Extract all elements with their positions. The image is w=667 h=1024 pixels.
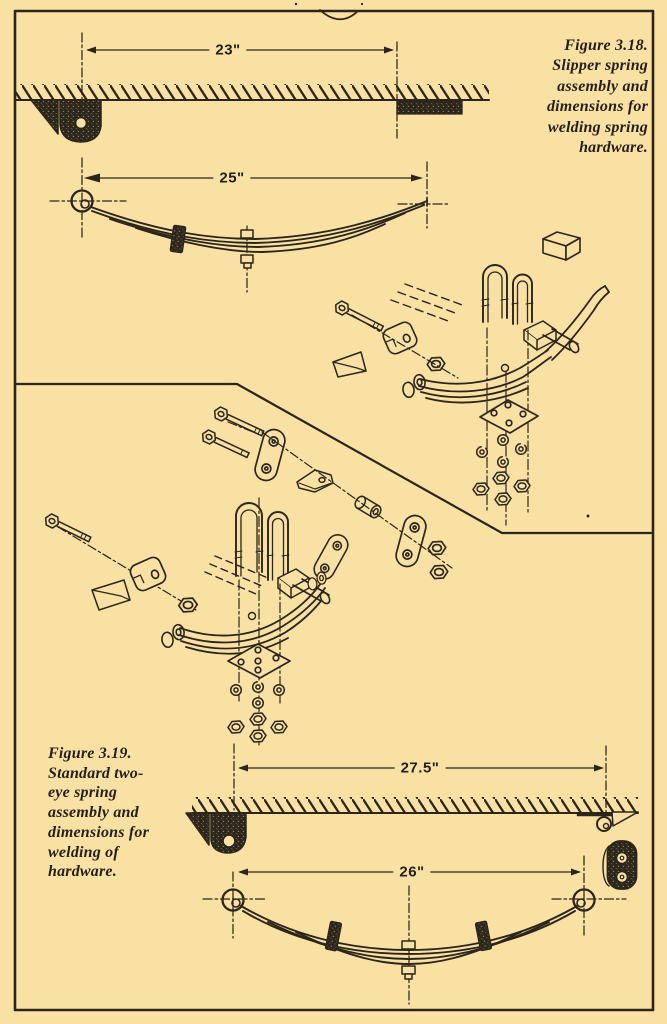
- spring-eye: [221, 888, 245, 912]
- scan-artifact-arc: [294, 2, 590, 518]
- spring-eye: [70, 189, 94, 213]
- figure-divider-line: [13, 382, 654, 535]
- figure-318-caption: Figure 3.18. Slipper spring assembly and…: [478, 36, 648, 158]
- hex-nut: [227, 720, 245, 734]
- fig318-exploded-view: [332, 231, 610, 526]
- rail-hatching: [192, 797, 638, 813]
- shackle-link-side-view: [602, 840, 638, 890]
- shackle-bolt: [201, 429, 250, 459]
- hex-bolt: [44, 513, 92, 543]
- u-bolt: [234, 502, 264, 577]
- caption-line: Standard two-: [48, 764, 144, 782]
- hex-nut: [494, 492, 512, 506]
- dimension-label-hanger-spacing-319: 27.5": [394, 759, 446, 777]
- shackle-side-plate: [392, 512, 430, 570]
- wedge: [332, 351, 367, 378]
- lock-washer: [251, 680, 265, 694]
- axle-stub: [542, 328, 580, 354]
- u-bolt: [266, 511, 290, 581]
- page-border: [13, 9, 655, 1012]
- center-bolt: [401, 940, 416, 980]
- spring-isometric: [159, 530, 353, 655]
- lock-washer: [496, 455, 510, 469]
- equalizer-bushing-block: [129, 556, 167, 592]
- flat-washer: [272, 683, 286, 697]
- caption-line: hardware.: [48, 863, 117, 881]
- flat-washer: [496, 433, 510, 447]
- hex-nut: [249, 712, 267, 726]
- hex-nut: [513, 479, 531, 493]
- spring-eye: [572, 888, 596, 912]
- fig318-rail-diagram: [13, 32, 491, 143]
- shackle-side-plate: [251, 426, 289, 484]
- front-hanger-bracket: [185, 812, 247, 854]
- leaf-stack: [240, 905, 578, 965]
- tie-plate: [227, 643, 291, 679]
- flat-washer: [229, 683, 243, 697]
- hex-nut: [177, 597, 199, 613]
- spacer-block: [542, 231, 581, 261]
- hidden-frame-lines: [390, 283, 466, 323]
- fig319-rail-diagram: [185, 743, 640, 890]
- leaf-clip: [474, 920, 493, 952]
- caption-line: Figure 3.19.: [48, 745, 132, 762]
- axle-seat: [277, 568, 310, 599]
- lock-washer: [475, 445, 489, 459]
- shackle-bolt: [213, 406, 265, 437]
- leaf-stack: [90, 197, 428, 253]
- center-bolt-head: [247, 611, 257, 621]
- tie-plate: [479, 399, 539, 434]
- u-bolt: [511, 273, 534, 325]
- caption-line: assembly and: [48, 804, 139, 822]
- equalizer-bushing-block: [382, 321, 418, 355]
- fig318-spring-side-view: [49, 157, 451, 293]
- rear-keeper-curl: [576, 811, 639, 832]
- figure-319-caption: Figure 3.19. Standard two- eye spring as…: [48, 744, 208, 882]
- caption-line: dimensions for: [546, 98, 648, 116]
- shackle-link: [309, 530, 353, 584]
- hex-nut: [249, 729, 267, 743]
- hex-nut: [270, 720, 288, 734]
- washer-nut-stack: [472, 433, 531, 506]
- center-bolt: [240, 229, 254, 269]
- hex-bolt: [335, 300, 384, 332]
- slipper-wear-pad: [396, 100, 463, 115]
- hex-nut: [492, 471, 510, 485]
- wedge: [91, 579, 131, 611]
- centerlines: [81, 32, 398, 139]
- axle-seat: [523, 320, 557, 351]
- front-hanger-bracket: [30, 99, 102, 143]
- hex-nut: [472, 482, 490, 496]
- leaf-clip: [169, 224, 187, 254]
- dimension-label-spring-length-319: 26": [393, 863, 431, 881]
- caption-line: assembly and: [557, 77, 648, 95]
- hex-nut: [429, 564, 449, 580]
- caption-line: welding spring: [547, 118, 648, 136]
- spring-isometric: [400, 285, 610, 404]
- caption-line: welding of: [48, 843, 119, 861]
- lock-washer: [514, 442, 528, 456]
- rebound-clip: [296, 469, 334, 493]
- assembly-axes: [57, 421, 453, 611]
- u-bolt: [481, 264, 509, 323]
- rail-hatching: [15, 84, 489, 100]
- dimension-label-hanger-spacing-318: 23": [209, 41, 247, 59]
- fig319-spring-side-view: [202, 855, 627, 1005]
- dimension-25: [84, 173, 423, 183]
- caption-line: dimensions for: [48, 823, 150, 841]
- washer-nut-stack: [227, 680, 288, 743]
- caption-line: eye spring: [48, 784, 118, 802]
- caption-line: Slipper spring: [552, 57, 648, 75]
- fig319-exploded-view: [44, 406, 453, 746]
- leaf-clip: [324, 920, 343, 952]
- flat-washer: [251, 696, 265, 710]
- caption-line: hardware.: [579, 139, 648, 157]
- dimension-label-spring-length-318: 25": [213, 169, 251, 187]
- caption-line: Figure 3.18.: [564, 37, 648, 54]
- center-bolt-head: [500, 363, 510, 373]
